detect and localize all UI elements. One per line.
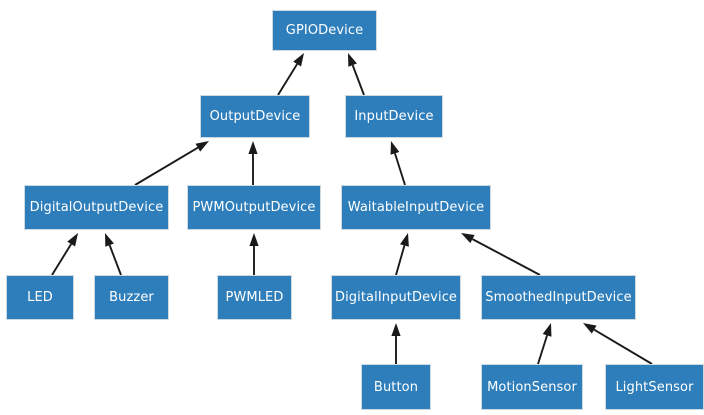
class-node-label: Buzzer — [109, 290, 154, 305]
arrow-head-icon — [461, 233, 475, 244]
arrow-head-icon — [105, 233, 114, 247]
class-node-lightsensor[interactable]: LightSensor — [605, 364, 704, 410]
inheritance-arrow — [390, 141, 406, 186]
class-node-label: LED — [27, 290, 53, 305]
inheritance-arrow — [395, 233, 409, 276]
inheritance-arrow — [391, 323, 401, 364]
arrow-head-icon — [400, 233, 409, 247]
inheritance-arrow — [51, 233, 78, 276]
arrow-head-icon — [67, 233, 78, 247]
arrow-shaft — [51, 243, 72, 276]
class-node-label: GPIODevice — [285, 23, 364, 38]
inheritance-arrow — [461, 233, 541, 276]
class-node-label: SmoothedInputDevice — [485, 290, 632, 305]
class-node-label: WaitableInputDevice — [347, 200, 485, 215]
class-node-motionsensor[interactable]: MotionSensor — [481, 364, 583, 410]
class-node-buzzer[interactable]: Buzzer — [94, 275, 169, 320]
arrow-head-icon — [583, 323, 597, 334]
class-node-pwmoutputdevice[interactable]: PWMOutputDevice — [187, 185, 321, 230]
inheritance-arrow — [134, 141, 209, 186]
arrow-head-icon — [390, 141, 400, 155]
class-node-led[interactable]: LED — [6, 275, 74, 320]
class-node-label: PWMLED — [225, 290, 284, 305]
inheritance-arrow — [348, 53, 365, 96]
arrow-shaft — [593, 328, 653, 365]
arrow-head-icon — [391, 323, 401, 336]
inheritance-arrow — [277, 53, 304, 96]
arrow-head-icon — [293, 53, 304, 67]
arrow-shaft — [394, 153, 406, 186]
arrow-shaft — [351, 64, 365, 96]
class-node-button[interactable]: Button — [361, 364, 431, 410]
class-node-label: Button — [373, 379, 419, 395]
class-node-inputdevice[interactable]: InputDevice — [345, 95, 443, 138]
class-node-label: DigitalInputDevice — [334, 290, 458, 305]
class-node-digitaloutputdevice[interactable]: DigitalOutputDevice — [24, 185, 169, 230]
inheritance-arrow — [248, 141, 258, 185]
inheritance-arrow — [537, 323, 552, 365]
arrow-head-icon — [348, 53, 357, 67]
class-node-label: InputDevice — [354, 109, 434, 124]
arrow-shaft — [134, 146, 199, 186]
class-node-pwmled[interactable]: PWMLED — [217, 275, 292, 320]
inheritance-arrow — [583, 323, 653, 365]
class-node-label: LightSensor — [615, 379, 694, 395]
arrow-shaft — [108, 244, 122, 276]
arrow-shaft — [537, 335, 548, 365]
class-node-smoothedinputdevice[interactable]: SmoothedInputDevice — [481, 275, 636, 320]
arrow-shaft — [472, 238, 541, 276]
class-node-gpiodevice[interactable]: GPIODevice — [272, 10, 377, 51]
class-node-label: PWMOutputDevice — [192, 200, 316, 215]
class-node-label: OutputDevice — [209, 109, 301, 124]
class-node-waitableinputdevice[interactable]: WaitableInputDevice — [341, 185, 491, 230]
class-node-digitalinputdevice[interactable]: DigitalInputDevice — [331, 275, 461, 320]
arrow-head-icon — [195, 141, 209, 152]
arrow-shaft — [395, 245, 406, 276]
class-node-label: MotionSensor — [487, 379, 577, 395]
arrow-shaft — [277, 63, 298, 96]
class-node-label: DigitalOutputDevice — [29, 200, 164, 215]
class-node-outputdevice[interactable]: OutputDevice — [200, 95, 310, 138]
arrow-head-icon — [542, 323, 552, 337]
inheritance-arrow — [249, 233, 259, 275]
arrow-head-icon — [248, 141, 258, 154]
inheritance-arrow — [105, 233, 122, 276]
arrow-head-icon — [249, 233, 259, 246]
